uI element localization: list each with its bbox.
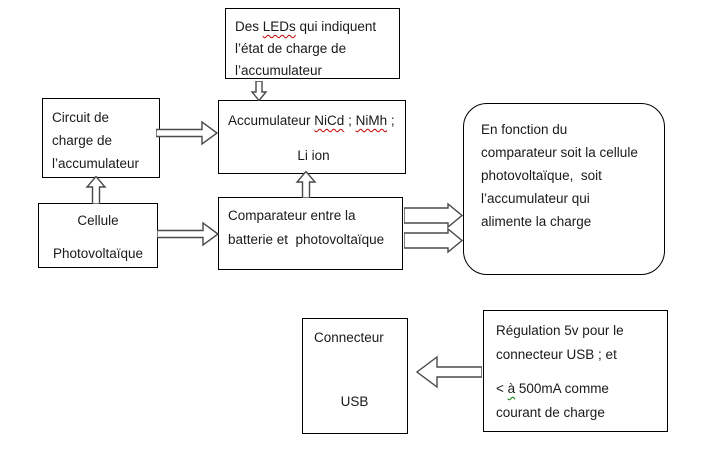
- cell-line2: Photovoltaïque: [52, 246, 144, 261]
- arrow-regulation-to-usb-icon: [416, 355, 482, 389]
- comparator-line2: batterie et photovoltaïque: [228, 232, 385, 247]
- box-leds-line2: l’état de charge de: [235, 41, 347, 56]
- regulation-text: <: [496, 381, 508, 396]
- leds-text: Des: [235, 19, 263, 34]
- usb-line2: USB: [340, 394, 369, 409]
- decision-line1: En fonction du: [481, 122, 568, 137]
- box-leds-line3: l’accumulateur: [235, 63, 323, 78]
- box-regulation: Régulation 5v pour le connecteur USB ; e…: [483, 310, 668, 432]
- regulation-line2: connecteur USB ; et: [496, 347, 617, 362]
- box-leds-indicator: Des LEDs qui indiquent l’état de charge …: [225, 8, 400, 79]
- decision-line3: photovoltaïque, soit: [481, 168, 602, 183]
- accumulator-nicd-misspelled: NiCd: [314, 113, 345, 128]
- usb-line1: Connecteur: [314, 330, 384, 345]
- leds-text-misspelled: LEDs: [262, 19, 296, 34]
- box-charging-circuit: Circuit de charge de l’accumulateur: [42, 98, 160, 178]
- decision-line2: comparateur soit la cellule: [481, 145, 638, 160]
- accumulator-text: Accumulateur: [228, 113, 315, 128]
- box-leds-line1: Des LEDs qui indiquent: [235, 16, 391, 38]
- comparator-line1: Comparateur entre la: [228, 208, 356, 223]
- arrow-cell-to-comparator-icon: [157, 221, 219, 247]
- box-usb-connector: Connecteur USB: [302, 318, 408, 434]
- box-photovoltaic-cell: Cellule Photovoltaïque: [38, 203, 158, 268]
- arrow-comparator-to-accumulator-icon: [295, 171, 317, 198]
- arrow-leds-to-accumulator-icon: [250, 81, 268, 101]
- decision-line5: alimente la charge: [481, 214, 592, 229]
- accumulator-line2: Li ion: [297, 148, 330, 163]
- accumulator-nimh-misspelled: NiMh: [355, 113, 388, 128]
- cell-line1: Cellule: [77, 213, 119, 228]
- decision-line4: l’accumulateur qui: [481, 191, 590, 206]
- arrow-circuit-to-accumulator-icon: [156, 120, 218, 146]
- regulation-text: 500mA comme: [515, 381, 609, 396]
- circuit-line3: l’accumulateur: [52, 156, 140, 171]
- circuit-line2: charge de: [52, 133, 113, 148]
- accumulator-text: ;: [344, 113, 356, 128]
- box-accumulator: Accumulateur NiCd ; NiMh ; Li ion: [218, 100, 406, 174]
- circuit-line1: Circuit de: [52, 110, 110, 125]
- regulation-grammar-flag: à: [507, 381, 516, 396]
- box-decision-rounded: En fonction du comparateur soit la cellu…: [463, 103, 665, 275]
- box-comparator: Comparateur entre la batterie et photovo…: [218, 197, 403, 270]
- arrow-comparator-to-decision-top-icon: [404, 202, 463, 229]
- arrow-cell-to-circuit-icon: [85, 176, 107, 204]
- accumulator-line1: Accumulateur NiCd ; NiMh ;: [228, 110, 399, 132]
- leds-text: qui indiquent: [295, 19, 377, 34]
- regulation-line3: < à 500mA comme: [496, 377, 663, 401]
- accumulator-text: ;: [387, 113, 395, 128]
- arrow-comparator-to-decision-bottom-icon: [404, 227, 463, 254]
- regulation-line4: courant de charge: [496, 405, 605, 420]
- regulation-line1: Régulation 5v pour le: [496, 323, 624, 338]
